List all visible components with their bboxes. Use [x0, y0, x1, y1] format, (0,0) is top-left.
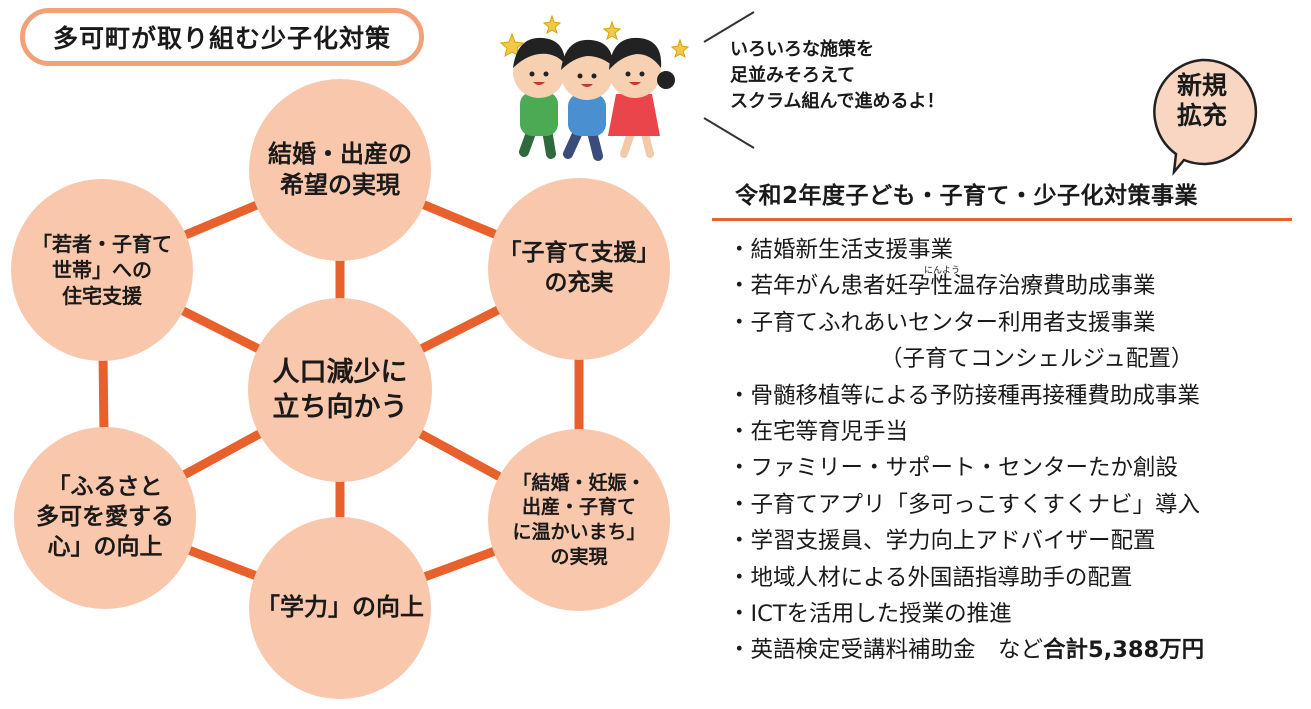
node-circle-hometown: [14, 427, 196, 609]
node-label-academic: 「学力」の向上: [256, 593, 424, 622]
badge-label: 新規 拡充: [1176, 71, 1227, 130]
node-label-warm-town: 「結婚・妊娠・ 出産・子育て に温かいまち」 の実現: [512, 471, 646, 568]
list-item: にんよう・若年がん患者妊孕性温存治療費助成事業: [728, 266, 1204, 304]
list-item: ・結婚新生活支援事業: [728, 237, 954, 263]
node-circle-warm-town: [488, 429, 670, 611]
page-title: 多可町が取り組む少子化対策: [20, 8, 424, 66]
list-item: ・子育てふれあいセンター利用者支援事業: [728, 309, 1156, 336]
node-label-hometown: 「ふるさと 多可を愛する 心」の向上: [36, 474, 174, 560]
center-label: 人口減少に 立ち向かう: [272, 356, 408, 423]
ruby-annotation: にんよう: [924, 266, 961, 277]
list-item: ・ファミリー・サポート・センターたか創設: [728, 455, 1179, 482]
diagram-nodes: [11, 79, 670, 699]
list-item: ・ICTを活用した授業の推進: [728, 600, 1012, 627]
node-label-marriage: 結婚・出産の 希望の実現: [268, 139, 412, 199]
callout-text: いろいろな施策を 足並みそろえて スクラム組んで進めるよ！: [730, 39, 945, 112]
list-item: ・在宅等育児手当: [728, 418, 909, 445]
center-circle: [248, 298, 432, 482]
node-circle-academic: [249, 517, 431, 699]
list-item: （子育てコンシェルジュ配置）: [880, 346, 1194, 373]
policy-diagram: [11, 79, 670, 699]
section-title: 令和2年度子ども・子育て・少子化対策事業: [735, 183, 1199, 209]
node-circle-childcare: [488, 178, 670, 360]
node-circle-marriage: [249, 79, 431, 261]
list-item: ・骨髄移植等による予防接種再接種費助成事業: [728, 382, 1200, 409]
speech-lines: [703, 11, 755, 149]
node-label-childcare: 「子育て支援」 の充実: [498, 240, 660, 296]
total-amount: 合計5,388万円: [1043, 637, 1205, 664]
list-item-text: ・英語検定受講料補助金 など: [728, 637, 1044, 664]
program-list: ・結婚新生活支援事業 にんよう・若年がん患者妊孕性温存治療費助成事業 ・子育てふ…: [728, 232, 1204, 669]
node-circle-housing: [11, 179, 193, 361]
list-item: ・学習支援員、学力向上アドバイザー配置: [728, 528, 1156, 555]
list-item: ・子育てアプリ「多可っこすくすくナビ」導入: [728, 491, 1201, 518]
section-divider: [712, 218, 1292, 221]
three-children-running-icon: [499, 14, 690, 161]
new-expansion-badge: [1153, 58, 1258, 176]
list-item: ・地域人材による外国語指導助手の配置: [728, 564, 1133, 591]
list-item: ・英語検定受講料補助金 など合計5,388万円: [728, 632, 1204, 668]
list-item-text: ・若年がん患者妊孕性温存治療費助成事業: [728, 273, 1156, 300]
node-label-housing: 「若者・子育て 世帯」への 住宅支援: [32, 232, 172, 308]
